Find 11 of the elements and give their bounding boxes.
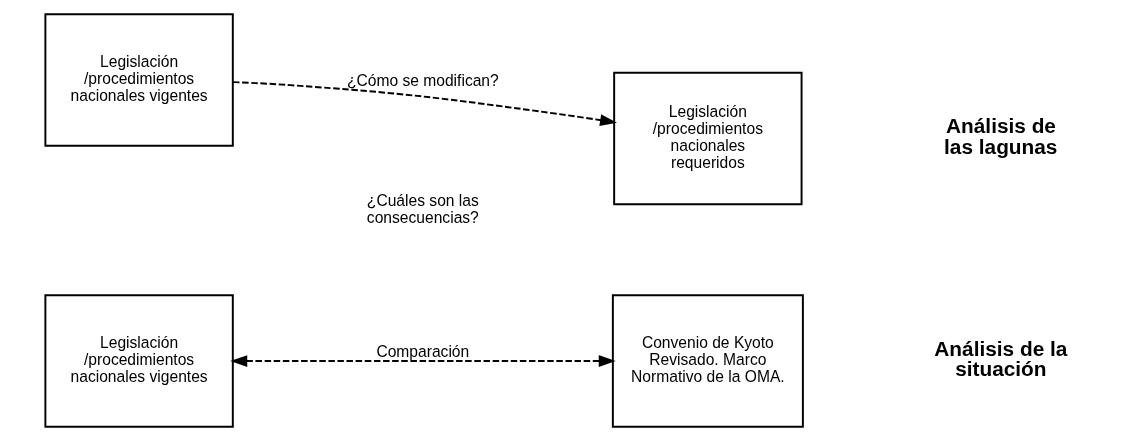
edge-label: Comparación: [375, 342, 469, 360]
label: ¿Cuáles son las consecuencias?: [366, 191, 479, 226]
node-box: Convenio de Kyoto Revisado. Marco Normativo de la OMA.: [611, 293, 804, 428]
label: Análisis de las lagunas: [943, 113, 1057, 158]
node-box: Legislación /procedimientos nacionales vigentes: [43, 293, 234, 428]
edge-label: ¿Cómo se modifican?: [346, 71, 499, 89]
arrow: [231, 80, 617, 126]
arrow: [229, 354, 616, 367]
label: Análisis de la situación: [933, 336, 1067, 380]
node-box: Legislación /procedimientos nacionales requeridos: [612, 71, 803, 205]
node-box: Legislación /procedimientos nacionales vigentes: [43, 12, 234, 147]
